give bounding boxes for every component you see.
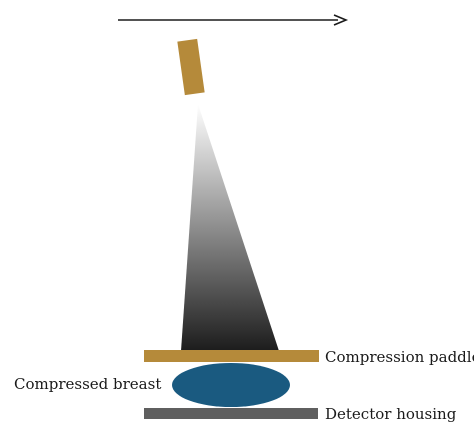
motion-arrow-head bbox=[333, 14, 349, 26]
compressed-breast-label: Compressed breast bbox=[14, 375, 161, 393]
compressed-breast-shape bbox=[172, 363, 290, 407]
compression-paddle bbox=[144, 350, 319, 362]
xray-beam bbox=[181, 104, 279, 351]
detector-housing-label: Detector housing bbox=[325, 405, 457, 423]
detector-housing bbox=[144, 408, 318, 419]
right-arrow-icon bbox=[118, 14, 349, 26]
xray-tube bbox=[177, 38, 205, 96]
compression-paddle-label: Compression paddle bbox=[325, 348, 474, 366]
